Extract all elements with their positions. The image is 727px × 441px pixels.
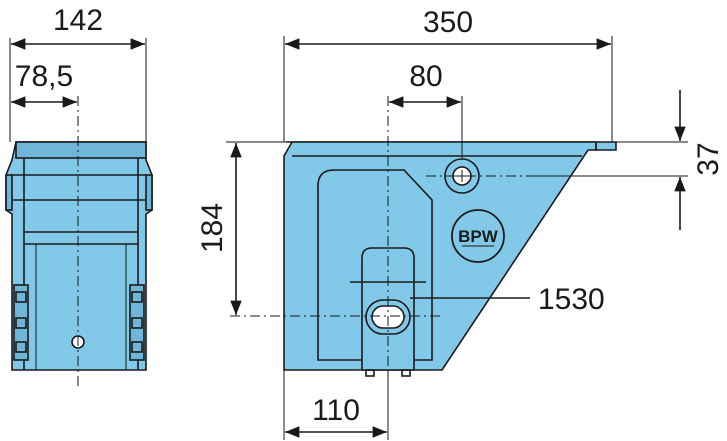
dim-label-785: 78,5 — [15, 60, 73, 93]
side-view: BPW — [230, 96, 617, 377]
front-bolt-left-3 — [15, 341, 27, 353]
side-inner-housing — [317, 169, 433, 361]
front-bolt-right-3 — [131, 341, 143, 353]
front-flange-left — [5, 174, 13, 211]
dim-label-37: 37 — [692, 142, 725, 175]
front-view — [5, 96, 153, 388]
front-dimensions: 142 78,5 — [9, 4, 147, 142]
dim-label-110: 110 — [312, 394, 360, 427]
logo-text: BPW — [458, 227, 499, 246]
dim-label-80: 80 — [409, 60, 442, 93]
logo-circle — [451, 209, 505, 263]
front-bolt-right-1 — [131, 291, 143, 303]
dim-label-142: 142 — [53, 4, 103, 37]
side-foot-right — [401, 369, 411, 377]
side-dimensions: 350 80 184 37 110 1530 — [196, 6, 725, 440]
front-bolt-right-2 — [131, 317, 143, 329]
front-bolt-left-2 — [15, 317, 27, 329]
front-top-band — [15, 141, 147, 159]
dim-label-350: 350 — [423, 6, 473, 39]
dim-label-1530: 1530 — [538, 283, 605, 316]
front-bolt-left-1 — [15, 291, 27, 303]
dim-label-184: 184 — [196, 203, 229, 253]
side-foot-left — [365, 369, 375, 377]
front-flange-right — [145, 174, 153, 211]
bpw-logo: BPW — [451, 209, 505, 263]
